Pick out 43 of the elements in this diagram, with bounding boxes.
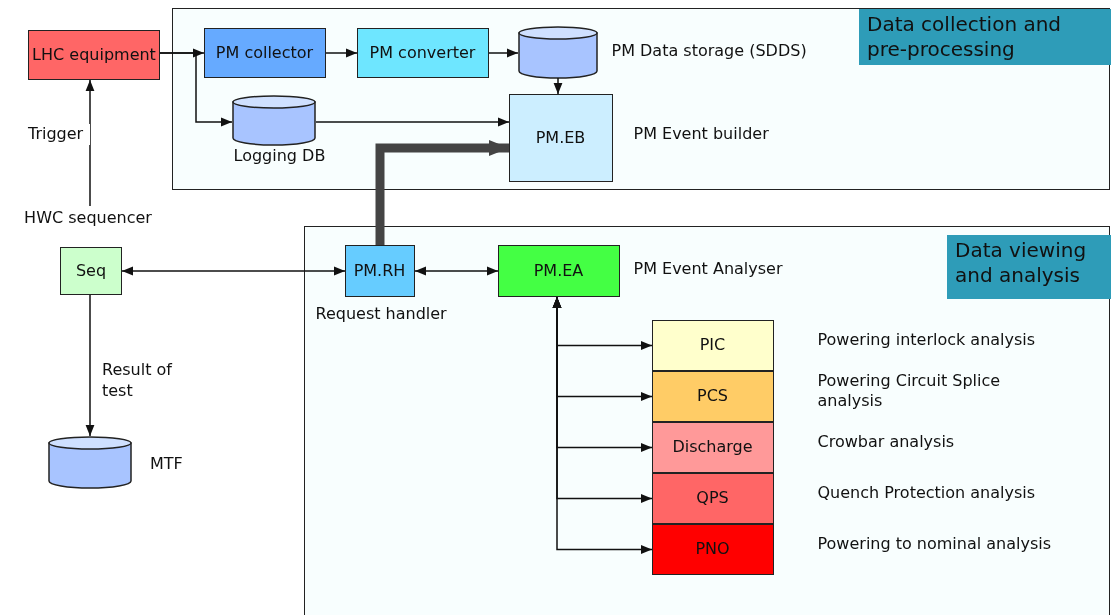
arrow xyxy=(85,294,95,437)
node-caption: Powering interlock analysis xyxy=(817,329,1037,351)
node-label: HWC sequencer xyxy=(8,206,168,230)
process-box: LHC equipment xyxy=(28,30,160,80)
arrow xyxy=(414,266,499,276)
arrow xyxy=(121,266,346,276)
database-cylinder xyxy=(517,25,598,78)
arrow xyxy=(552,296,653,554)
panel-heading: Data collection and pre-processing xyxy=(859,9,1111,65)
node-caption: PM Event builder xyxy=(633,123,770,145)
arrow xyxy=(553,77,563,95)
node-caption: Powering Circuit Splice analysis xyxy=(817,370,1002,413)
arrow xyxy=(375,140,509,245)
edge-label: Trigger xyxy=(28,124,90,145)
node-caption: Request handler xyxy=(315,303,448,325)
node-caption: Powering to nominal analysis xyxy=(817,533,1053,555)
database-cylinder xyxy=(231,94,316,145)
node-caption: PM Data storage (SDDS) xyxy=(611,40,808,62)
analysis-box: QPS xyxy=(651,472,774,524)
node-caption: MTF xyxy=(150,454,184,475)
panel xyxy=(172,8,1110,190)
panel-heading: Data viewing and analysis xyxy=(947,235,1111,299)
process-box: PM collector xyxy=(203,27,326,78)
node-caption: Quench Protection analysis xyxy=(817,482,1037,504)
arrow xyxy=(488,48,519,58)
analysis-box: Discharge xyxy=(651,421,774,473)
process-box: PM.RH xyxy=(344,244,415,297)
process-box: PM.EA xyxy=(497,244,620,297)
analysis-box: PIC xyxy=(651,319,774,371)
database-cylinder xyxy=(48,436,132,488)
analysis-box: PNO xyxy=(651,523,774,575)
process-box: PM.EB xyxy=(508,93,613,182)
process-box: Seq xyxy=(60,247,122,295)
analysis-box: PCS xyxy=(651,370,774,422)
arrow xyxy=(315,117,510,127)
arrow xyxy=(159,52,233,127)
arrow xyxy=(325,48,358,58)
arrow xyxy=(85,79,95,207)
node-caption: Logging DB xyxy=(233,145,327,167)
process-box: PM converter xyxy=(356,27,489,78)
panel xyxy=(304,226,1110,615)
node-caption: Crowbar analysis xyxy=(817,431,956,453)
node-caption: PM Event Analyser xyxy=(633,258,784,280)
